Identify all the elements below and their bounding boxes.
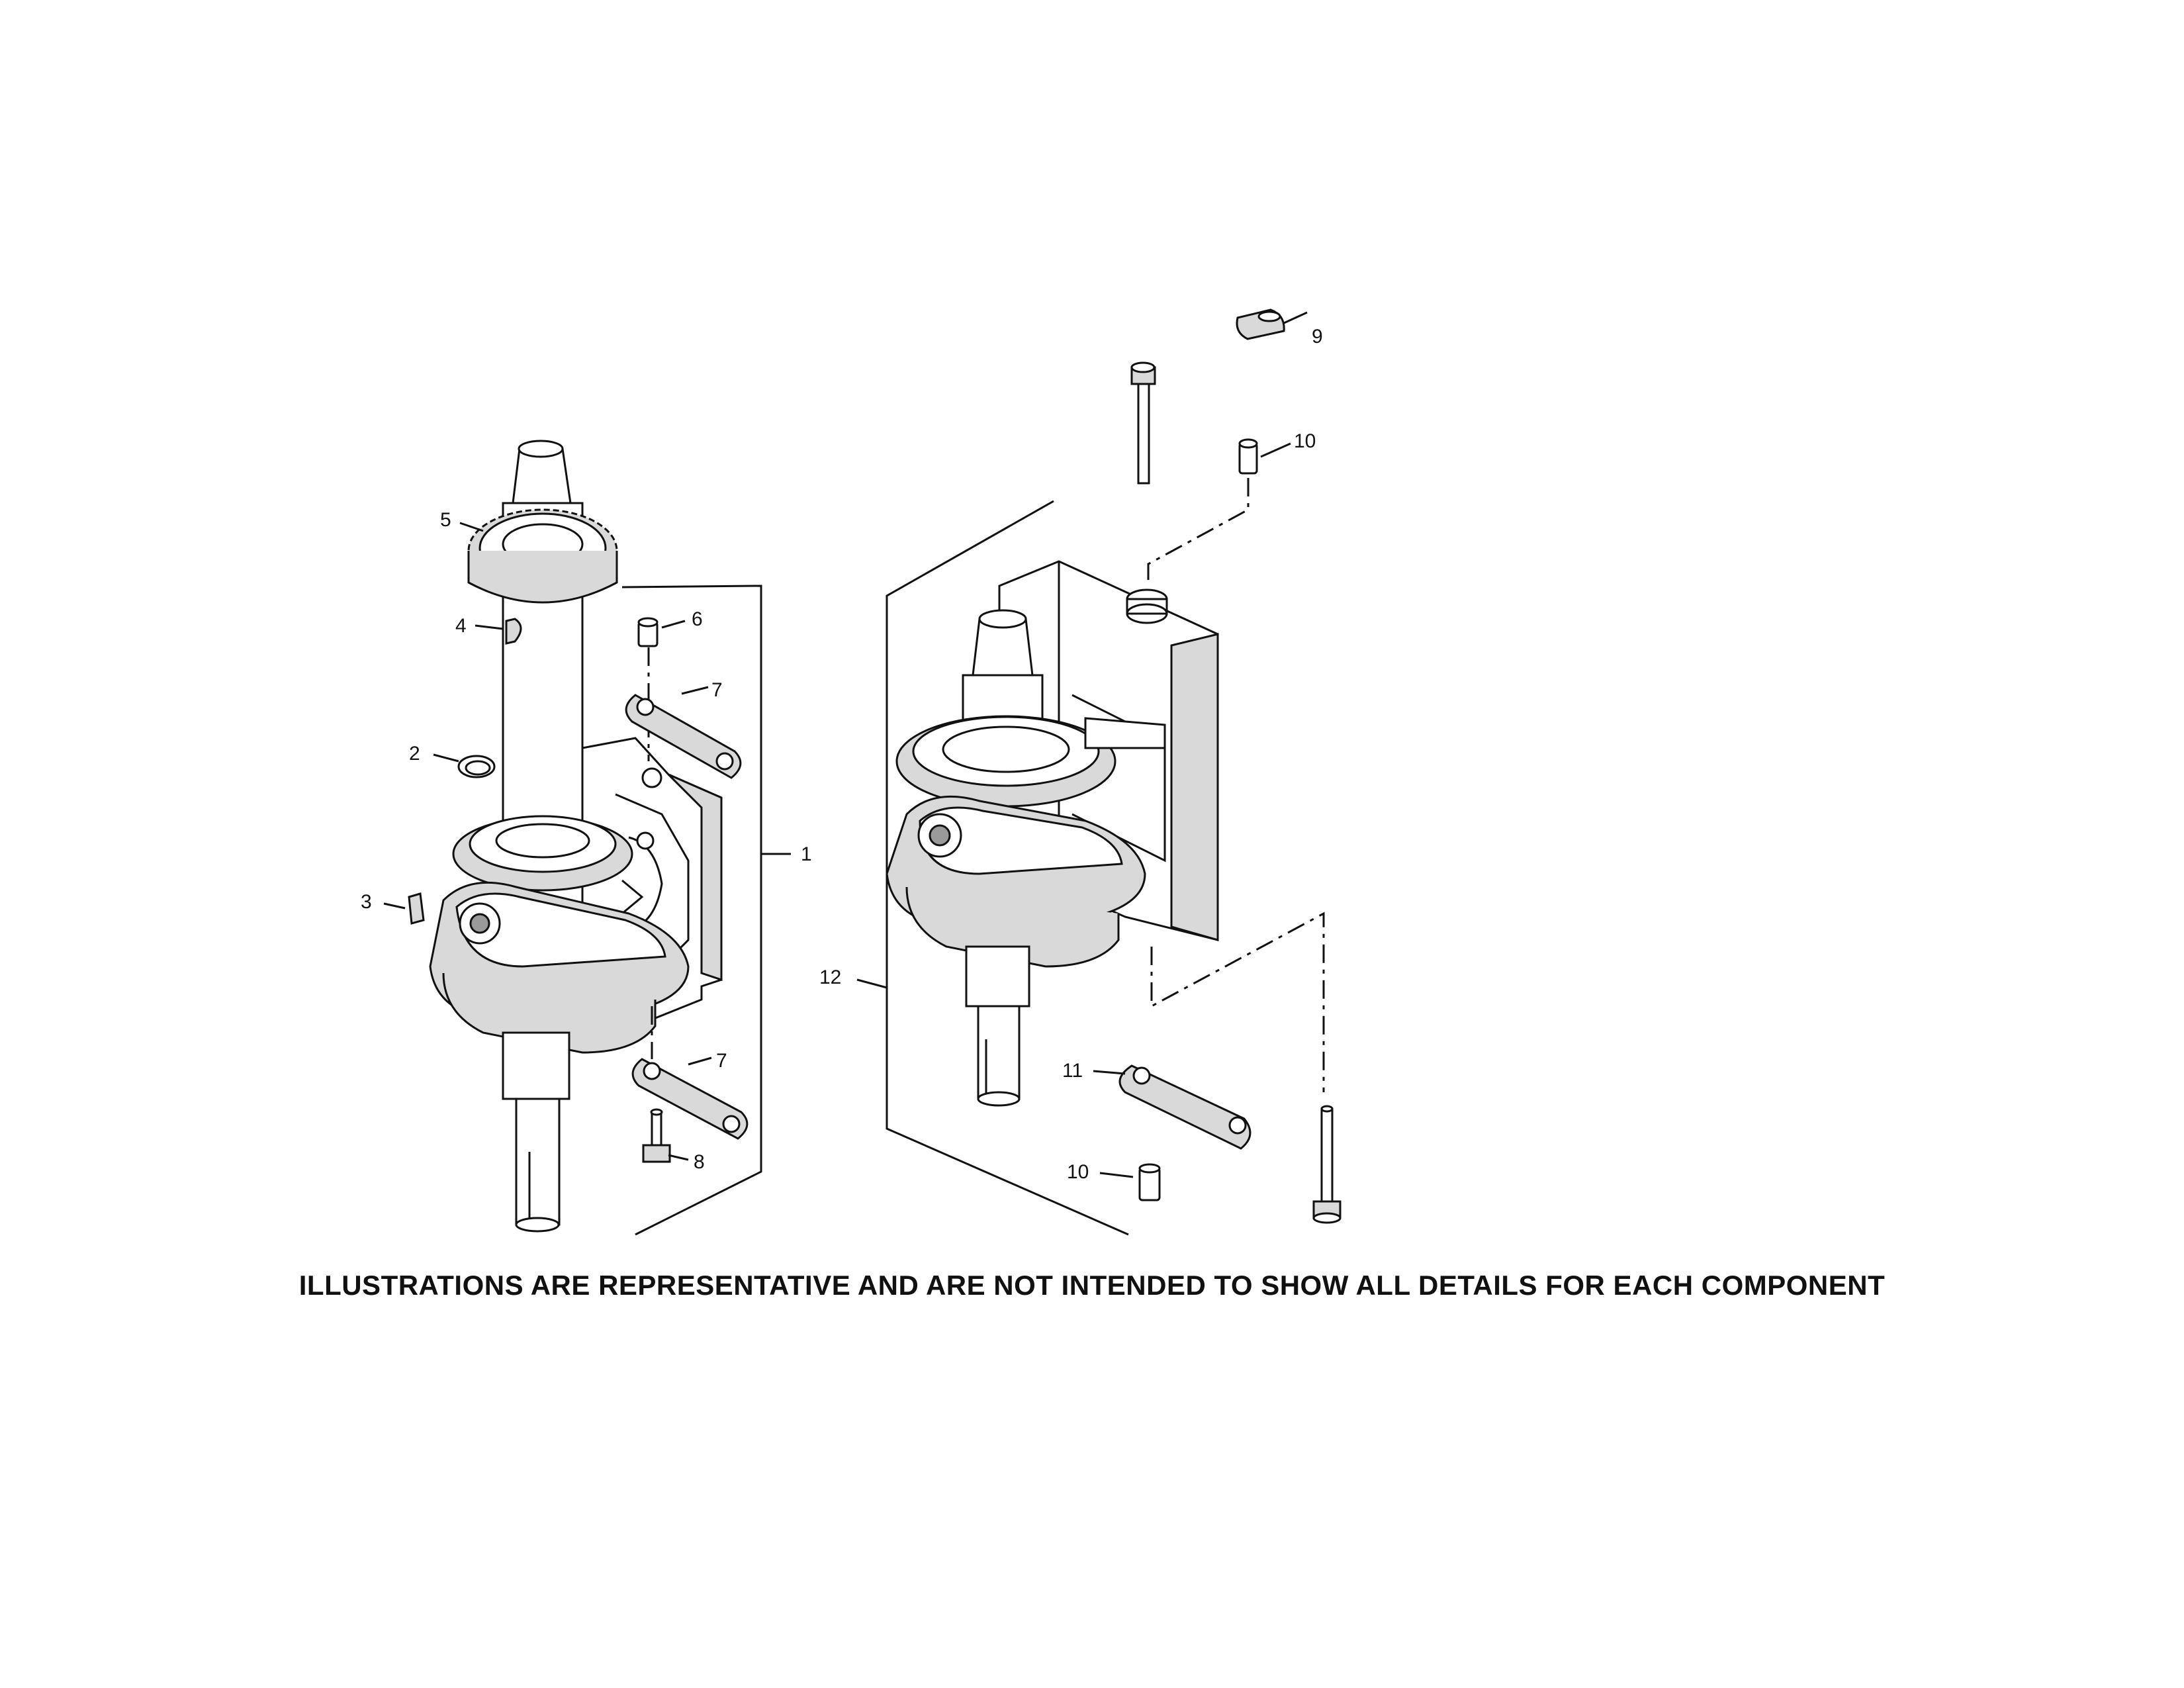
callout-labels: 1 2 3 4 5 6 7 7 8 9 10 10 11 12 bbox=[361, 326, 1323, 1183]
alignment-line-lower bbox=[1150, 912, 1325, 1092]
callout-1: 1 bbox=[801, 843, 812, 865]
callout-7-lower: 7 bbox=[716, 1050, 727, 1072]
part-7-link-upper bbox=[625, 686, 742, 779]
part-2-ring bbox=[433, 753, 496, 778]
part-5-gear bbox=[459, 508, 618, 604]
part-7-link-lower bbox=[631, 1006, 749, 1140]
disclaimer-text: ILLUSTRATIONS ARE REPRESENTATIVE AND ARE… bbox=[298, 1270, 1886, 1301]
callout-9: 9 bbox=[1312, 326, 1323, 348]
callout-6: 6 bbox=[692, 608, 703, 630]
part-8-bolt bbox=[642, 1108, 689, 1163]
callout-4: 4 bbox=[455, 615, 467, 637]
crankshaft-right bbox=[886, 609, 1166, 1107]
lower-bolt bbox=[1312, 1105, 1342, 1224]
part-6-screw bbox=[637, 617, 686, 761]
callout-10-upper: 10 bbox=[1294, 430, 1316, 452]
right-assembly-group bbox=[856, 308, 1342, 1236]
part-10-dowel-lower bbox=[1099, 1163, 1161, 1201]
callout-11: 11 bbox=[1062, 1060, 1083, 1082]
left-assembly-group bbox=[383, 440, 791, 1236]
callout-10-lower: 10 bbox=[1067, 1161, 1089, 1183]
part-10-dowel-upper bbox=[1147, 438, 1291, 581]
upper-bolt bbox=[1130, 361, 1156, 485]
callout-12: 12 bbox=[819, 966, 841, 988]
part-4-key bbox=[475, 618, 522, 645]
bracket-12 bbox=[886, 500, 1129, 1236]
callout-2: 2 bbox=[409, 743, 420, 765]
callout-8: 8 bbox=[694, 1151, 705, 1173]
bracket-1 bbox=[621, 585, 762, 1236]
callout-5: 5 bbox=[440, 509, 451, 531]
part-9-block bbox=[1236, 308, 1308, 340]
part-3-key bbox=[383, 892, 425, 925]
part-11-link bbox=[1093, 1064, 1251, 1150]
callout-3: 3 bbox=[361, 891, 372, 913]
callout-7-upper: 7 bbox=[711, 679, 723, 701]
